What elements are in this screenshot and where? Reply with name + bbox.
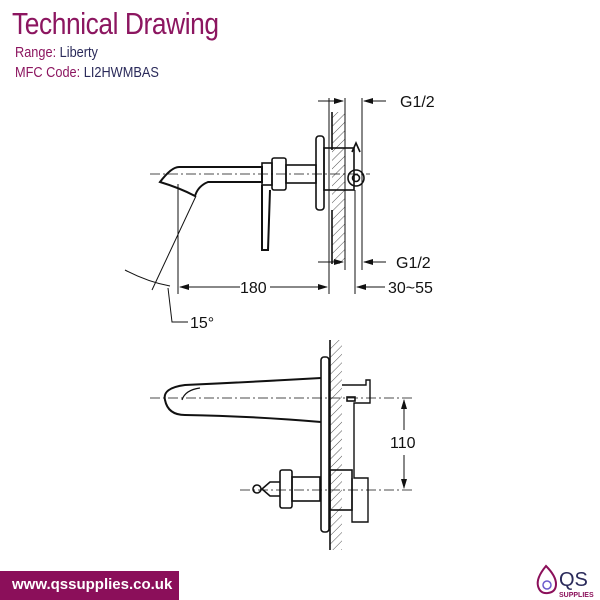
dim-g12-top: G1/2 [400, 94, 435, 111]
qs-supplies-logo: QS SUPPLIES [536, 564, 594, 599]
range-line: Range: Liberty [15, 44, 98, 61]
logo-sub-text: SUPPLIES [559, 592, 594, 599]
website-link[interactable]: www.qssupplies.co.uk [12, 576, 173, 593]
dim-spacing: 110 [390, 435, 416, 452]
range-label: Range: [15, 44, 57, 61]
dim-angle: 15° [190, 315, 214, 332]
dim-g12-bottom: G1/2 [396, 255, 431, 272]
mfc-value: LI2HWMBAS [83, 64, 159, 81]
footer-url-bar: www.qssupplies.co.uk [0, 571, 179, 600]
page-title: Technical Drawing [12, 6, 219, 41]
logo-main-text: QS [559, 569, 588, 591]
mfc-line: MFC Code: LI2HWMBAS [15, 64, 159, 81]
mfc-label: MFC Code: [15, 64, 81, 81]
water-drop-icon [536, 564, 558, 595]
dim-wall: 30~55 [388, 280, 433, 297]
range-value: Liberty [59, 44, 98, 61]
top-view [150, 340, 415, 550]
dim-length: 180 [240, 280, 267, 297]
technical-drawing: G1/2 G1/2 180 30~55 15° 110 [124, 94, 435, 550]
side-view [124, 98, 386, 323]
